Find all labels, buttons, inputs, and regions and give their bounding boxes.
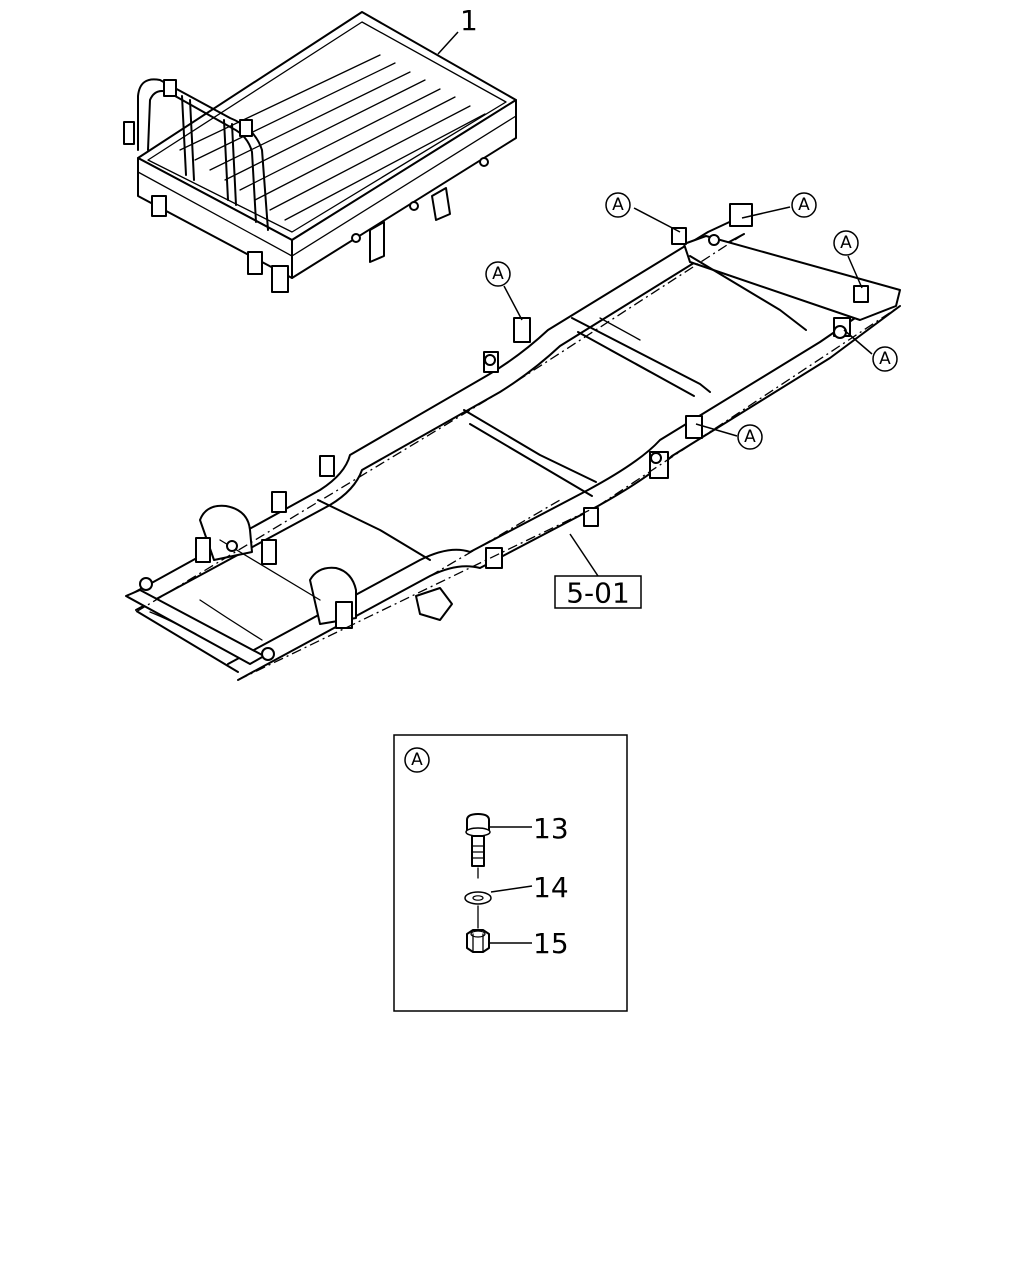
svg-text:A: A: [798, 195, 810, 215]
detail-inset-a[interactable]: A 13 14 15: [393, 734, 628, 1012]
front-crossmember: [125, 589, 265, 665]
ref-page-label: 5-01: [566, 577, 630, 610]
marker-a-5[interactable]: A: [843, 329, 898, 372]
part-number-14: 14: [533, 871, 569, 904]
reference-lines: [135, 233, 901, 681]
bed-supports: [151, 157, 489, 293]
callout-ref-5-01[interactable]: 5-01: [554, 533, 642, 610]
part-number-15: 15: [533, 927, 569, 960]
marker-circle: [485, 261, 511, 287]
nut-part-15[interactable]: 15: [466, 927, 569, 960]
rear-details: [415, 234, 847, 621]
svg-text:A: A: [840, 233, 852, 253]
ref-box: [554, 575, 642, 609]
marker-circle: [872, 346, 898, 372]
front-suspension: [139, 504, 357, 661]
callout-part-1[interactable]: 1: [437, 4, 478, 55]
marker-a-2[interactable]: A: [741, 192, 817, 219]
bed-floor: [179, 54, 486, 221]
bed-right-side: [291, 99, 517, 279]
marker-circle: [791, 192, 817, 218]
chassis-frame[interactable]: [125, 203, 901, 681]
marker-circle: [605, 192, 631, 218]
inset-frame: [393, 734, 628, 1012]
marker-a-6[interactable]: A: [695, 423, 763, 450]
crossmember-2: [463, 409, 597, 483]
part-number-13: 13: [533, 812, 569, 845]
marker-a-4[interactable]: A: [485, 261, 523, 321]
cargo-bed[interactable]: [123, 11, 517, 293]
svg-text:A: A: [879, 349, 891, 369]
svg-text:A: A: [744, 427, 756, 447]
rear-crossmember: [683, 235, 901, 321]
marker-circle: [833, 230, 859, 256]
left-rail-top: [127, 217, 739, 597]
marker-circle: [737, 424, 763, 450]
crossmember-3: [571, 317, 711, 393]
crossmember-1: [317, 499, 431, 561]
svg-text:A: A: [492, 264, 504, 284]
bolt-part-13[interactable]: 13: [465, 812, 569, 879]
part-number-1: 1: [460, 4, 478, 37]
svg-text:A: A: [612, 195, 624, 215]
headboard: [123, 78, 269, 231]
marker-a-1[interactable]: A: [605, 192, 681, 233]
right-rail-top: [227, 289, 897, 665]
bed-inner-rim: [147, 21, 507, 233]
inset-label-circle: [404, 747, 430, 773]
marker-a-3[interactable]: A: [833, 230, 863, 289]
inset-label: A: [411, 750, 423, 770]
washer-part-14[interactable]: 14: [464, 871, 569, 929]
